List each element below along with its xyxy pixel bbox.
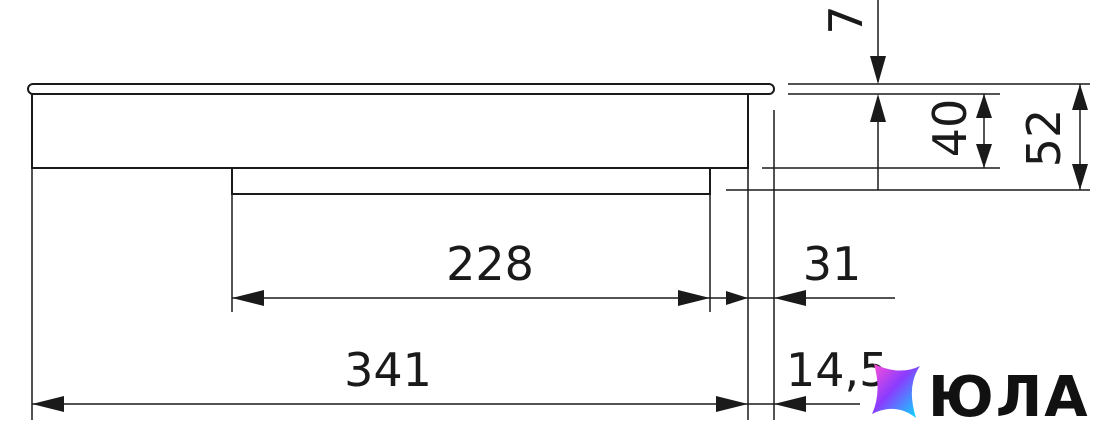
extension-lines xyxy=(31,83,1090,420)
dim-228-label: 228 xyxy=(446,237,534,291)
arrow-228-left xyxy=(232,290,264,306)
dim-14-5-label: 14,5 xyxy=(786,343,888,397)
logo-text: ЮЛА xyxy=(928,365,1090,424)
horizontal-dimensions xyxy=(32,290,895,412)
hob-top-plate xyxy=(27,83,775,95)
arrow-7-top xyxy=(870,56,886,84)
dim-40-label: 40 xyxy=(923,99,977,158)
arrow-31-right xyxy=(774,290,806,306)
star-icon xyxy=(872,364,920,418)
arrow-14-5-right xyxy=(774,396,806,412)
hob-base xyxy=(231,167,711,195)
hob-body xyxy=(31,93,749,169)
arrow-52-bottom xyxy=(1072,164,1088,190)
dim-52-label: 52 xyxy=(1017,109,1071,168)
arrow-40-bottom xyxy=(976,144,992,168)
dim-341-label: 341 xyxy=(344,343,432,397)
dim-7-label: 7 xyxy=(819,5,873,34)
arrow-52-top xyxy=(1072,84,1088,110)
arrow-341-left xyxy=(32,396,64,412)
arrow-228-right xyxy=(678,290,710,306)
dim-31-label: 31 xyxy=(803,237,862,291)
yula-logo: ЮЛА xyxy=(872,364,1090,424)
hob-outline xyxy=(27,83,775,195)
arrow-31-left xyxy=(726,291,748,305)
arrow-7-bottom xyxy=(870,94,886,122)
arrow-40-top xyxy=(976,94,992,118)
arrow-341-right xyxy=(716,396,748,412)
vertical-dimensions xyxy=(870,0,1088,190)
